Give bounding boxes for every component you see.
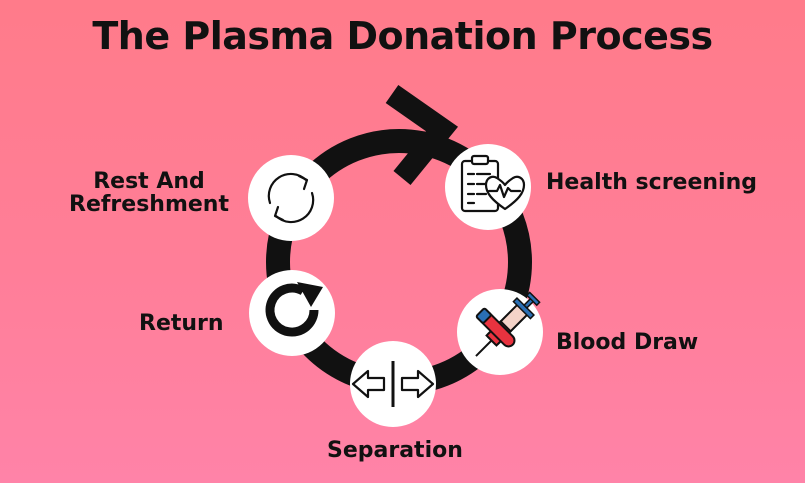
separation-arrows-icon bbox=[351, 361, 435, 407]
return-arrow-icon bbox=[265, 282, 323, 337]
step-label-health-screening: Health screening bbox=[546, 170, 757, 195]
step-label-blood-draw: Blood Draw bbox=[556, 330, 699, 355]
clipboard-heart-icon bbox=[460, 154, 526, 213]
cycle-arrow-head bbox=[385, 84, 459, 185]
refresh-cycle-icon bbox=[267, 172, 315, 224]
step-label-separation: Separation bbox=[327, 438, 463, 463]
node-separation bbox=[350, 341, 436, 427]
node-rest-and-refreshment bbox=[248, 155, 334, 241]
node-return bbox=[249, 270, 335, 356]
node-blood-draw bbox=[457, 289, 543, 375]
step-label-rest-and-refreshment: Rest And Refreshment bbox=[69, 169, 229, 217]
step-label-return: Return bbox=[139, 311, 224, 336]
syringe-icon bbox=[475, 291, 541, 357]
page-title: The Plasma Donation Process bbox=[92, 14, 713, 58]
node-health-screening bbox=[445, 144, 531, 230]
